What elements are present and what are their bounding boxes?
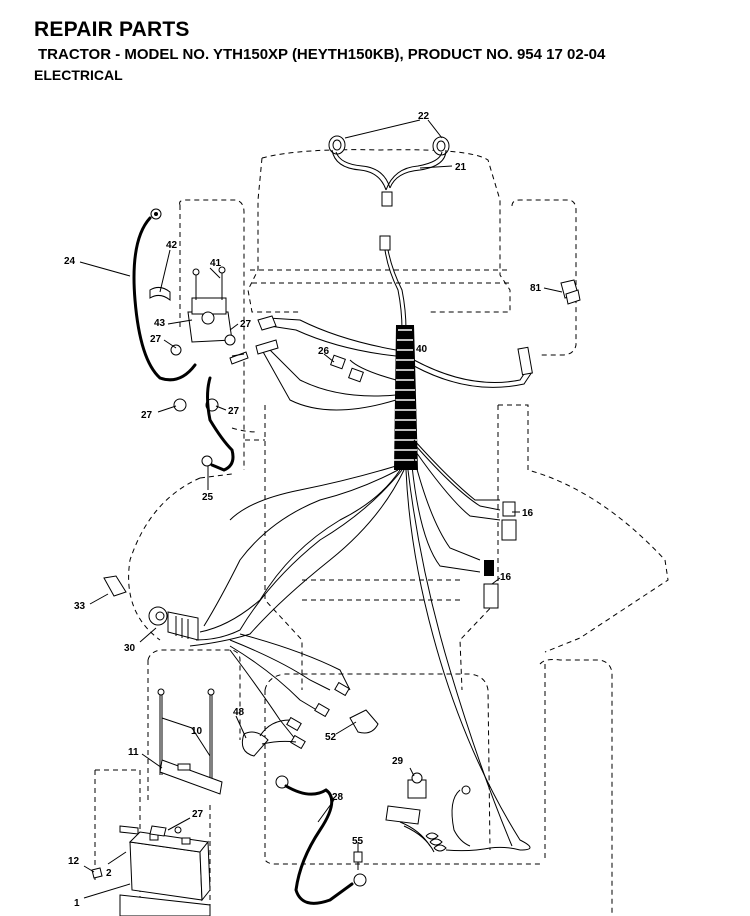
callout-33: 33 (74, 601, 86, 612)
callout-leaders (79, 119, 563, 899)
callout-27-a: 27 (240, 319, 252, 330)
callout-21: 21 (455, 162, 467, 173)
callout-41: 41 (210, 258, 222, 269)
ground-cable (275, 775, 367, 905)
callout-27-b: 27 (150, 334, 162, 345)
callout-25: 25 (202, 492, 214, 503)
callout-30: 30 (124, 643, 136, 654)
callout-40: 40 (416, 344, 428, 355)
callout-10: 10 (191, 726, 203, 737)
callout-55: 55 (352, 836, 364, 847)
callout-27-d: 27 (228, 406, 240, 417)
headlight-assembly (328, 135, 450, 251)
main-wire-harness (189, 249, 533, 851)
battery-assembly (91, 688, 223, 916)
callout-48: 48 (233, 707, 245, 718)
callout-1: 1 (74, 898, 80, 909)
section-label: ELECTRICAL (34, 67, 123, 83)
ignition-switch (103, 575, 199, 641)
callout-27-c: 27 (141, 410, 153, 421)
pto-parts (241, 709, 379, 757)
page-title: REPAIR PARTS (34, 18, 190, 41)
callout-12: 12 (68, 856, 80, 867)
callout-42: 42 (166, 240, 178, 251)
callout-16-b: 16 (500, 572, 512, 583)
callout-81: 81 (530, 283, 542, 294)
callout-26: 26 (318, 346, 330, 357)
seat-switch (385, 772, 521, 853)
callout-16-a: 16 (522, 508, 534, 519)
callout-24: 24 (64, 256, 76, 267)
callout-28: 28 (332, 792, 344, 803)
callout-29: 29 (392, 756, 404, 767)
callout-2: 2 (106, 868, 112, 879)
model-subtitle: TRACTOR - MODEL NO. YTH150XP (HEYTH150KB… (38, 46, 606, 63)
connectors (330, 279, 581, 609)
frame-outlines (94, 149, 669, 916)
callout-27-e: 27 (192, 809, 204, 820)
callout-43: 43 (154, 318, 166, 329)
callout-22: 22 (418, 111, 430, 122)
callout-11: 11 (128, 747, 139, 758)
callout-numbers: 22 21 24 42 41 81 43 27 27 27 27 26 40 2… (64, 111, 542, 909)
callout-52: 52 (325, 732, 337, 743)
solenoid-assembly (132, 208, 279, 472)
convoluted-tube (394, 325, 418, 470)
